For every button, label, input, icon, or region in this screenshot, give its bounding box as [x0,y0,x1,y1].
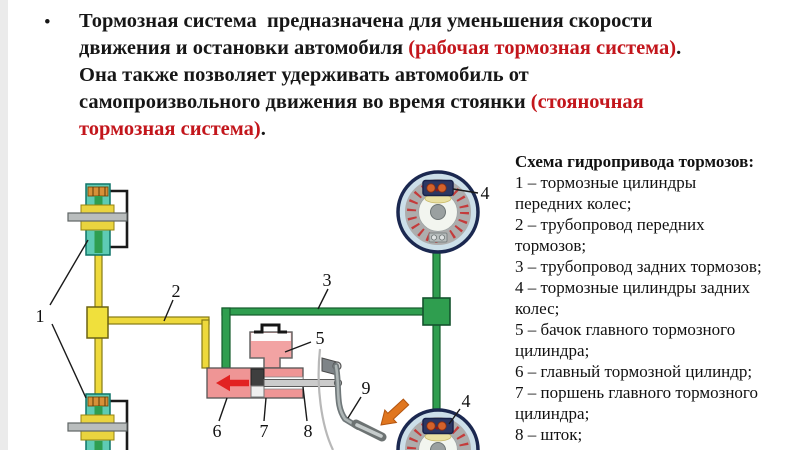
intro-text: Она также позволяет удерживать автомобил… [79,64,529,86]
intro-text: движения и остановки автомобиля [79,37,409,59]
rear-drum-brake-wheel-bottom [398,410,478,450]
intro-line: Тормозная система предназначена для умен… [79,8,789,35]
diagram-label-3: 3 [323,270,332,290]
legend-line: цилиндра; [515,404,590,423]
legend-line: 8 – шток; [515,425,583,444]
legend-line: 1 – тормозные цилиндры [515,173,697,192]
reservoir-cap [254,323,287,334]
push-rod [263,379,339,387]
diagram-label-7: 7 [260,421,269,441]
diagram-label-6: 6 [213,421,222,441]
shoe-lining-ticks [407,181,469,243]
intro-text: . [676,37,682,59]
diagram-label-5: 5 [316,328,325,348]
intro-text: самопроизвольного движения во время стоя… [79,91,531,113]
master-cylinder-piston [250,368,265,387]
legend-line: колес; [515,299,560,318]
intro-paragraph: Тормозная система предназначена для умен… [79,8,789,143]
diagram-label-1: 1 [36,306,45,326]
intro-line: Она также позволяет удерживать автомобил… [79,62,789,89]
intro-text: Тормозная система предназначена для умен… [79,10,653,32]
legend-lines: 1 – тормозные цилиндры передних колес; 2 –… [515,172,797,445]
intro-text: . [260,118,266,140]
master-brake-cylinder [206,367,343,399]
legend: Схема гидропривода тормозов: 1 – тормозн… [515,151,797,445]
legend-line: 5 – бачок главного тормозного [515,320,736,339]
brake-pedal [317,348,410,450]
legend-line: цилиндра; [515,341,590,360]
diagram-label-4-top: 4 [481,183,490,203]
legend-line: 6 – главный тормозной цилиндр; [515,362,753,381]
diagram-label-9: 9 [362,378,371,398]
legend-line: 7 – поршень главного тормозного [515,383,758,402]
legend-line: 4 – тормозные цилиндры задних [515,278,751,297]
intro-red-text: тормозная система) [79,118,261,140]
front-wheel-cylinder-assembly-bottom [66,392,129,450]
press-pedal-arrow [380,398,410,426]
diagram-label-8: 8 [304,421,313,441]
diagram-label-4-bottom: 4 [462,391,471,411]
legend-line: 3 – трубопровод задних тормозов; [515,257,762,276]
legend-line: передних колес; [515,194,632,213]
slide-left-strip [0,0,8,450]
rear-drum-brake-wheel [396,170,480,254]
brake-pad [80,220,115,231]
fluid-pressure-arrow [216,374,249,392]
legend-line: 2 – трубопровод передних [515,215,705,234]
brake-fluid-reservoir [249,323,293,369]
legend-line: тормозов; [515,236,587,255]
front-pipe-junction [86,306,109,339]
intro-line: движения и остановки автомобиля (рабочая… [79,35,789,62]
brake-disc [67,212,128,222]
leader-lines [49,188,479,425]
diagram-number-labels: 1 2 3 4 4 5 6 7 8 9 [36,183,490,441]
front-wheel-cylinder-assembly [67,183,129,256]
rear-pipe-junction [422,297,451,326]
brake-hydraulics-diagram: 1 2 3 4 4 5 6 7 8 9 [36,170,490,450]
legend-title: Схема гидропривода тормозов: [515,152,754,171]
diagram-label-2: 2 [172,281,181,301]
intro-red-text: (рабочая тормозная система) [408,37,677,59]
intro-red-text: (стояночная [530,91,644,113]
bullet-glyph: • [44,12,51,33]
intro-line: самопроизвольного движения во время стоя… [79,89,789,116]
wheel-hub [430,204,446,220]
front-brake-pipe [86,252,210,396]
intro-line: тормозная система). [79,116,789,143]
